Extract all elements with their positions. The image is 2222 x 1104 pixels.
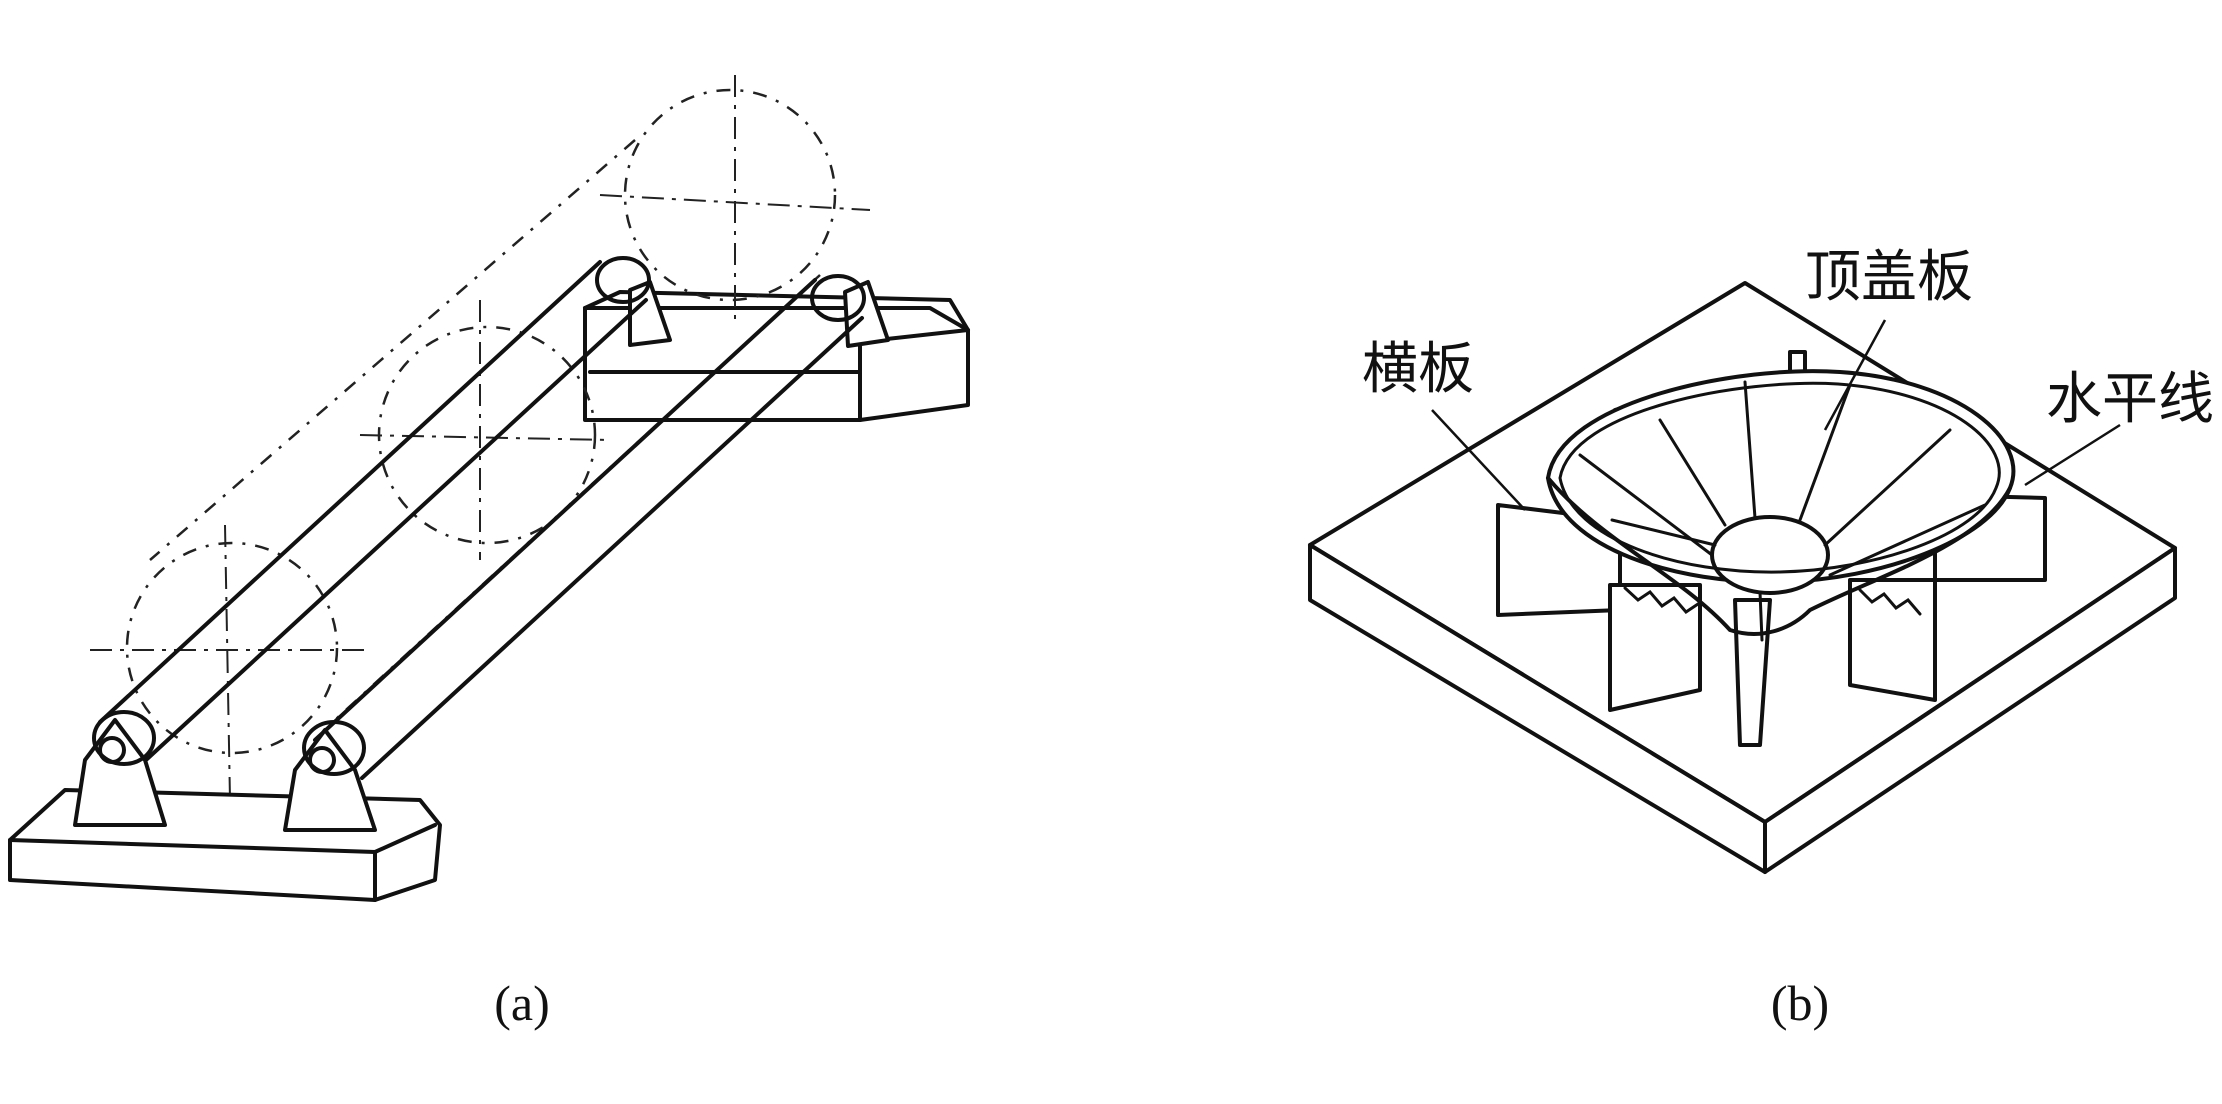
panel-b-drawing (1308, 281, 2177, 874)
panel-a-caption: (a) (494, 975, 550, 1031)
panel-b-caption: (b) (1771, 975, 1829, 1031)
roller-right (313, 274, 866, 780)
front-roller-support-right (283, 720, 377, 832)
panel-a-drawing (8, 75, 970, 902)
top-cover-cone (1546, 369, 2016, 642)
leader-crossplate (1431, 409, 1526, 511)
weld-left (1623, 586, 1700, 614)
label-level-line: 水平线 (2046, 367, 2214, 432)
front-roller-support-left (73, 710, 167, 827)
label-cross-plate: 横板 (1362, 337, 1474, 402)
leader-level (2024, 423, 2121, 487)
leader-topcover (1823, 319, 1887, 431)
roller-left (98, 256, 651, 762)
weld-right (1858, 588, 1922, 616)
front-base-plate (8, 788, 442, 902)
label-top-cover: 顶盖板 (1805, 245, 1973, 310)
workpiece-ghost-cylinder (90, 75, 871, 801)
